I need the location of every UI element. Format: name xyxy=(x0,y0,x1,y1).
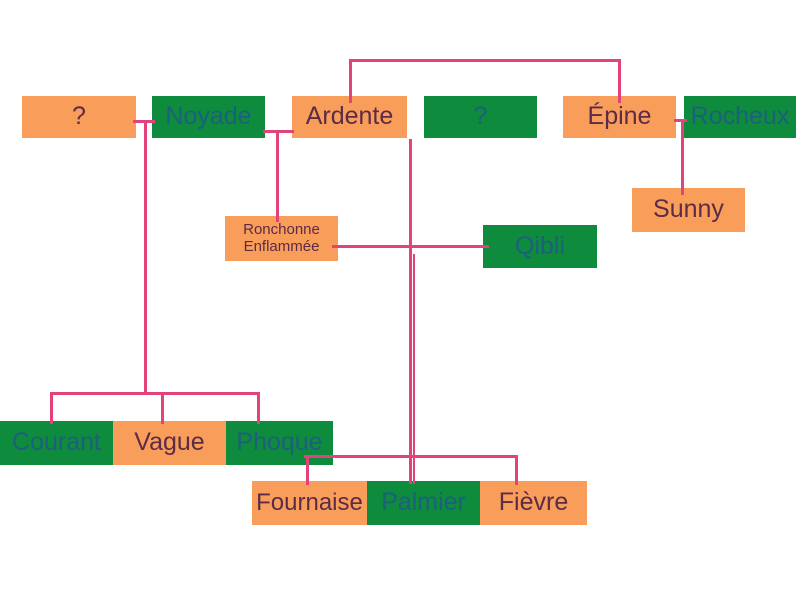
sibling-drop-fievre-line xyxy=(515,455,518,485)
couple-line-noyade-ardente xyxy=(263,130,294,133)
person-box-qibli[interactable]: Qibli xyxy=(483,225,597,268)
person-box-unknown-2[interactable]: ? xyxy=(424,96,537,138)
descent-line-to-sunny xyxy=(681,121,684,195)
person-label: Qibli xyxy=(514,231,565,260)
person-box-fievre[interactable]: Fièvre xyxy=(480,481,587,525)
person-label: Sunny xyxy=(653,195,724,224)
sibling-drop-fournaise-line xyxy=(306,455,309,485)
sibling-drop-ardente-line xyxy=(349,59,352,103)
person-label-line2: Enflammée xyxy=(243,237,320,255)
sibling-drop-vague-line xyxy=(161,392,164,424)
descent-line-to-left-bracket xyxy=(144,122,147,395)
person-box-epine[interactable]: Épine xyxy=(563,96,676,138)
person-box-rocheux[interactable]: Rocheux xyxy=(684,96,796,138)
person-box-courant[interactable]: Courant xyxy=(0,421,113,465)
person-label: Épine xyxy=(587,102,652,131)
person-box-ronchonne-enflammee[interactable]: Ronchonne Enflammée xyxy=(225,216,338,261)
person-label: Noyade xyxy=(165,102,252,131)
sibling-bracket-bottom-line xyxy=(304,455,518,458)
person-label: Fournaise xyxy=(256,488,363,516)
couple-line-unknown-noyade xyxy=(133,120,155,123)
person-label: Vague xyxy=(134,428,205,457)
person-label: ? xyxy=(473,102,488,131)
descent-line-ronchonne-qibli xyxy=(413,254,415,484)
person-box-fournaise[interactable]: Fournaise xyxy=(252,481,367,525)
person-box-unknown-1[interactable]: ? xyxy=(22,96,136,138)
person-label-line1: Ronchonne xyxy=(243,221,320,238)
person-label: Courant xyxy=(12,428,101,457)
sibling-drop-courant-line xyxy=(50,392,53,424)
person-box-ardente[interactable]: Ardente xyxy=(292,96,407,138)
couple-line-epine-rocheux xyxy=(674,119,687,122)
person-label: Palmier xyxy=(381,488,466,517)
sibling-drop-epine-line xyxy=(618,59,621,103)
person-box-palmier[interactable]: Palmier xyxy=(367,481,480,525)
descent-line-ardente-unknown xyxy=(409,139,412,484)
person-box-noyade[interactable]: Noyade xyxy=(152,96,265,138)
sibling-drop-phoque-line xyxy=(257,392,260,424)
person-label: Phoque xyxy=(236,428,323,457)
person-box-phoque[interactable]: Phoque xyxy=(226,421,333,465)
sibling-bracket-left-line xyxy=(50,392,260,395)
person-label: Rocheux xyxy=(690,102,790,131)
person-label: Ardente xyxy=(305,102,394,131)
person-label: ? xyxy=(72,102,86,131)
person-box-sunny[interactable]: Sunny xyxy=(632,188,745,232)
sibling-bracket-top-line xyxy=(349,59,621,62)
person-label: Fièvre xyxy=(498,488,569,517)
person-box-vague[interactable]: Vague xyxy=(113,421,226,465)
descent-line-to-ronchonne xyxy=(276,132,279,222)
